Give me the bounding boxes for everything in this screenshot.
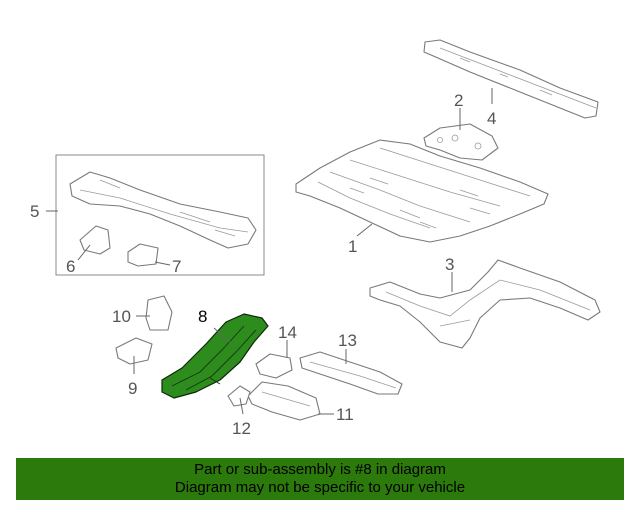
part-10-bracket[interactable] <box>145 295 173 331</box>
callout-1: 1 <box>348 237 357 256</box>
part-11-panel[interactable] <box>247 381 321 421</box>
callout-5: 5 <box>30 202 39 221</box>
part-12-bracket[interactable] <box>227 385 251 407</box>
banner-line-2: Diagram may not be specific to your vehi… <box>174 479 466 496</box>
callout-8: 8 <box>198 307 207 326</box>
callout-7: 7 <box>172 257 181 276</box>
part-8-rail-highlighted[interactable] <box>161 313 269 399</box>
leader-lines <box>46 88 493 415</box>
part-7-bracket[interactable] <box>127 243 159 267</box>
callout-13: 13 <box>338 331 357 350</box>
parts-diagram: 1 2 3 4 5 6 7 8 9 10 11 12 13 14 <box>30 39 601 438</box>
callout-12: 12 <box>232 419 251 438</box>
callout-4: 4 <box>487 109 496 128</box>
callout-3: 3 <box>445 255 454 274</box>
part-5-crossmember[interactable] <box>69 171 257 249</box>
part-6-bracket[interactable] <box>79 225 111 255</box>
part-3-frame[interactable] <box>369 259 601 349</box>
group-box <box>55 154 265 276</box>
callout-11: 11 <box>336 405 354 424</box>
callout-14: 14 <box>278 323 297 342</box>
banner-line-1: Part or sub-assembly is #8 in diagram <box>194 461 446 478</box>
part-4-brace[interactable] <box>423 39 599 119</box>
callout-6: 6 <box>66 257 75 276</box>
info-banner: Part or sub-assembly is #8 in diagram Di… <box>16 458 624 500</box>
callout-9: 9 <box>128 379 137 398</box>
part-13-rail[interactable] <box>299 351 403 395</box>
part-2-plate[interactable] <box>423 123 499 161</box>
part-14-bracket[interactable] <box>255 353 293 379</box>
part-1-floor-panel[interactable] <box>295 139 549 243</box>
part-9-bracket[interactable] <box>115 337 153 365</box>
callout-2: 2 <box>454 91 463 110</box>
callout-10: 10 <box>112 307 131 326</box>
